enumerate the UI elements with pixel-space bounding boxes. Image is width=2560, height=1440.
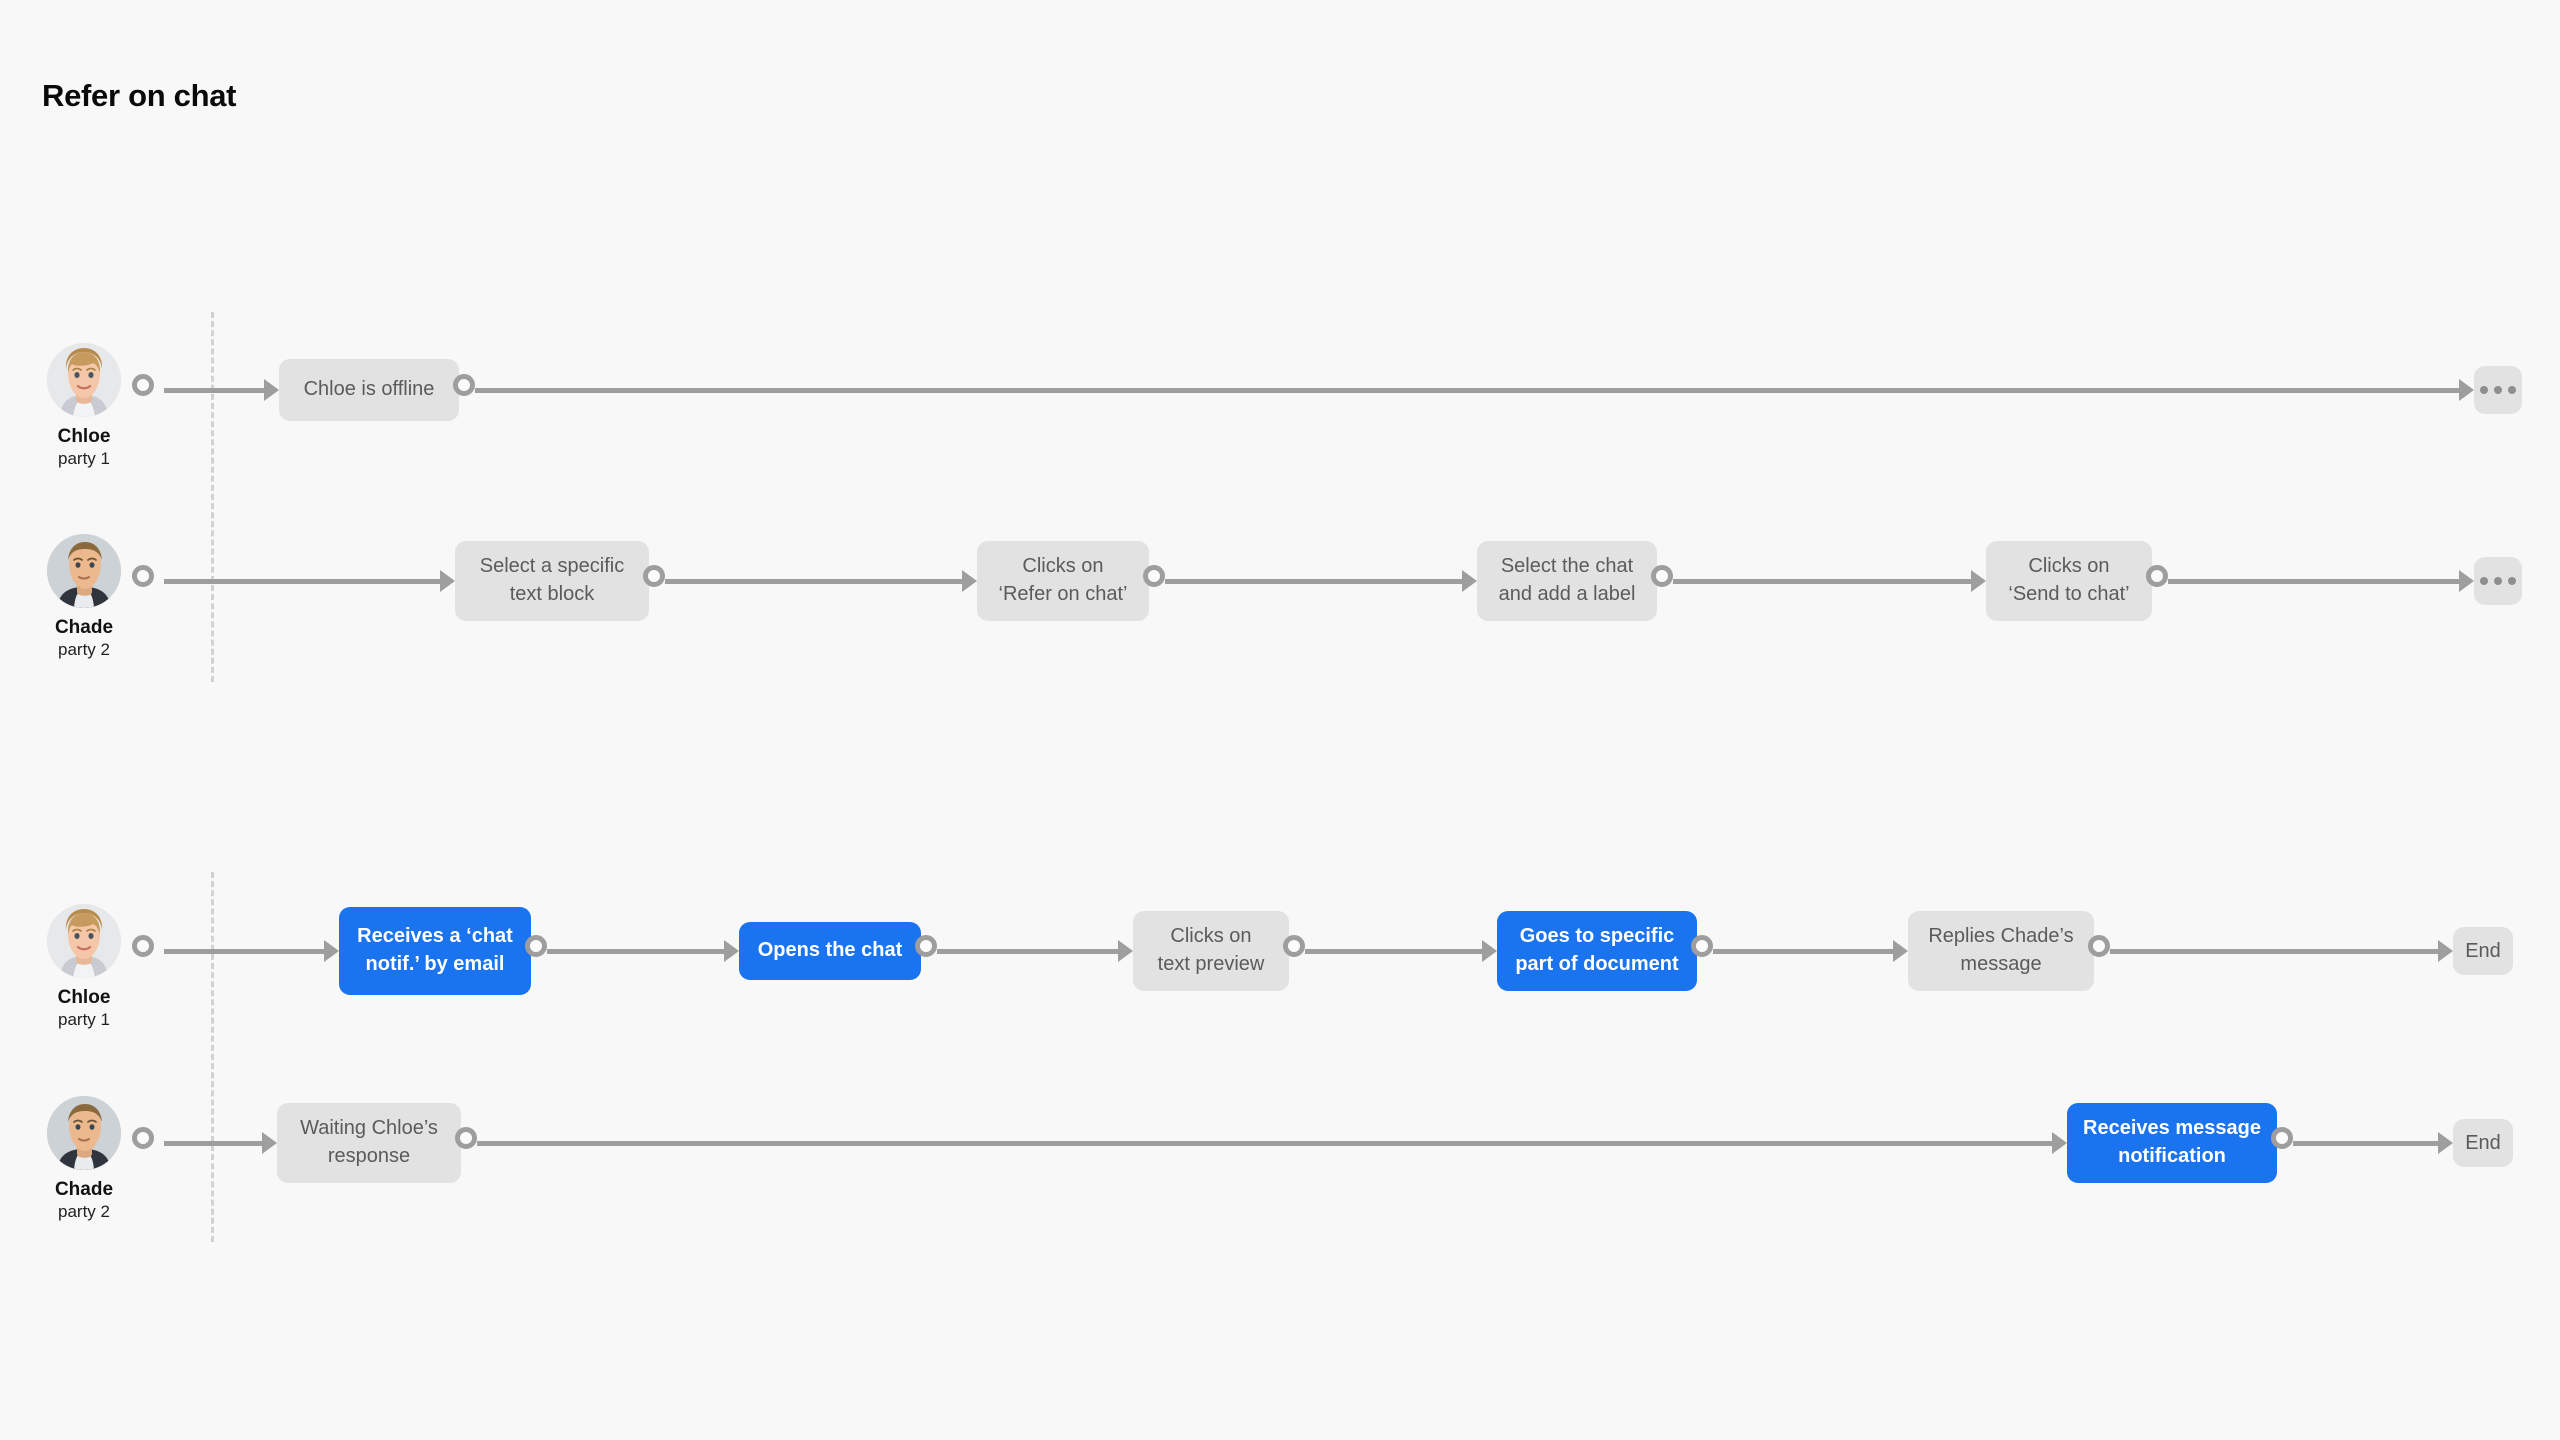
connector-segment: [1673, 578, 1971, 584]
journey-step-label: Clicks on‘Send to chat’: [2008, 555, 2130, 605]
connector-segment: [164, 387, 264, 393]
end-badge[interactable]: End: [2453, 1119, 2513, 1167]
journey-step[interactable]: Clicks on‘Send to chat’: [1986, 541, 2152, 621]
connector-segment-final: [2293, 1140, 2438, 1146]
lane-start-connector: [132, 374, 154, 396]
connector-segment: [164, 948, 324, 954]
actor-role: party 2: [58, 639, 110, 659]
journey-step-label: Clicks on‘Refer on chat’: [998, 555, 1128, 605]
connector-segment: [547, 948, 724, 954]
more-steps-badge[interactable]: [2474, 366, 2522, 414]
connector-segment: [1305, 948, 1482, 954]
journey-step-label: Opens the chat: [757, 939, 903, 962]
arrowhead: [264, 379, 279, 401]
connector-segment: [1165, 578, 1462, 584]
step-exit-connector: [2146, 565, 2168, 587]
chloe-avatar: [47, 343, 121, 417]
connector-segment: [1713, 948, 1893, 954]
arrowhead: [262, 1132, 277, 1154]
connector-segment-final: [475, 387, 2459, 393]
actor-name: Chade: [54, 617, 114, 638]
journey-step[interactable]: Chloe is offline: [279, 359, 459, 421]
step-exit-connector: [915, 935, 937, 957]
end-badge[interactable]: End: [2453, 927, 2513, 975]
more-steps-badge[interactable]: [2474, 557, 2522, 605]
arrowhead: [2438, 1132, 2453, 1154]
step-exit-connector: [1651, 565, 1673, 587]
ellipsis-icon: [2480, 386, 2516, 394]
step-exit-connector: [525, 935, 547, 957]
step-exit-connector: [455, 1127, 477, 1149]
connector-segment-final: [2168, 578, 2459, 584]
arrowhead: [324, 940, 339, 962]
chade-avatar: [47, 1096, 121, 1170]
actor-role: party 2: [58, 1201, 110, 1221]
actor-role: party 1: [58, 1009, 110, 1029]
actor-name: Chade: [54, 1179, 114, 1200]
lane-start-connector: [132, 935, 154, 957]
arrowhead: [1971, 570, 1986, 592]
arrowhead: [2459, 379, 2474, 401]
arrowhead: [2459, 570, 2474, 592]
journey-step[interactable]: Clicks on‘Refer on chat’: [977, 541, 1149, 621]
step-exit-connector: [643, 565, 665, 587]
end-badge-label: End: [2465, 939, 2501, 962]
step-exit-connector: [1143, 565, 1165, 587]
phase-guide-top: [211, 312, 214, 682]
lane-start-connector: [132, 565, 154, 587]
connector-segment: [164, 1140, 262, 1146]
connector-segment-final: [2110, 948, 2438, 954]
ellipsis-icon: [2480, 577, 2516, 585]
actor-name: Chloe: [57, 987, 111, 1008]
arrowhead: [1462, 570, 1477, 592]
actor-role: party 1: [58, 448, 110, 468]
journey-step[interactable]: Opens the chat: [739, 922, 921, 980]
actor-name: Chloe: [57, 426, 111, 447]
step-exit-connector: [453, 374, 475, 396]
step-exit-connector: [1283, 935, 1305, 957]
connector-segment: [477, 1140, 2052, 1146]
connector-segment: [164, 578, 440, 584]
arrowhead: [2438, 940, 2453, 962]
arrowhead: [1118, 940, 1133, 962]
journey-step-label: Chloe is offline: [303, 378, 435, 401]
connector-segment: [937, 948, 1118, 954]
arrowhead: [440, 570, 455, 592]
step-exit-connector: [2088, 935, 2110, 957]
step-exit-connector: [2271, 1127, 2293, 1149]
arrowhead: [962, 570, 977, 592]
phase-guide-bottom: [211, 872, 214, 1242]
arrowhead: [724, 940, 739, 962]
page-title: Refer on chat: [42, 78, 237, 113]
connector-segment: [665, 578, 962, 584]
chade-avatar: [47, 534, 121, 608]
lane-start-connector: [132, 1127, 154, 1149]
arrowhead: [1893, 940, 1908, 962]
arrowhead: [2052, 1132, 2067, 1154]
end-badge-label: End: [2465, 1131, 2501, 1154]
step-exit-connector: [1691, 935, 1713, 957]
arrowhead: [1482, 940, 1497, 962]
chloe-avatar: [47, 904, 121, 978]
